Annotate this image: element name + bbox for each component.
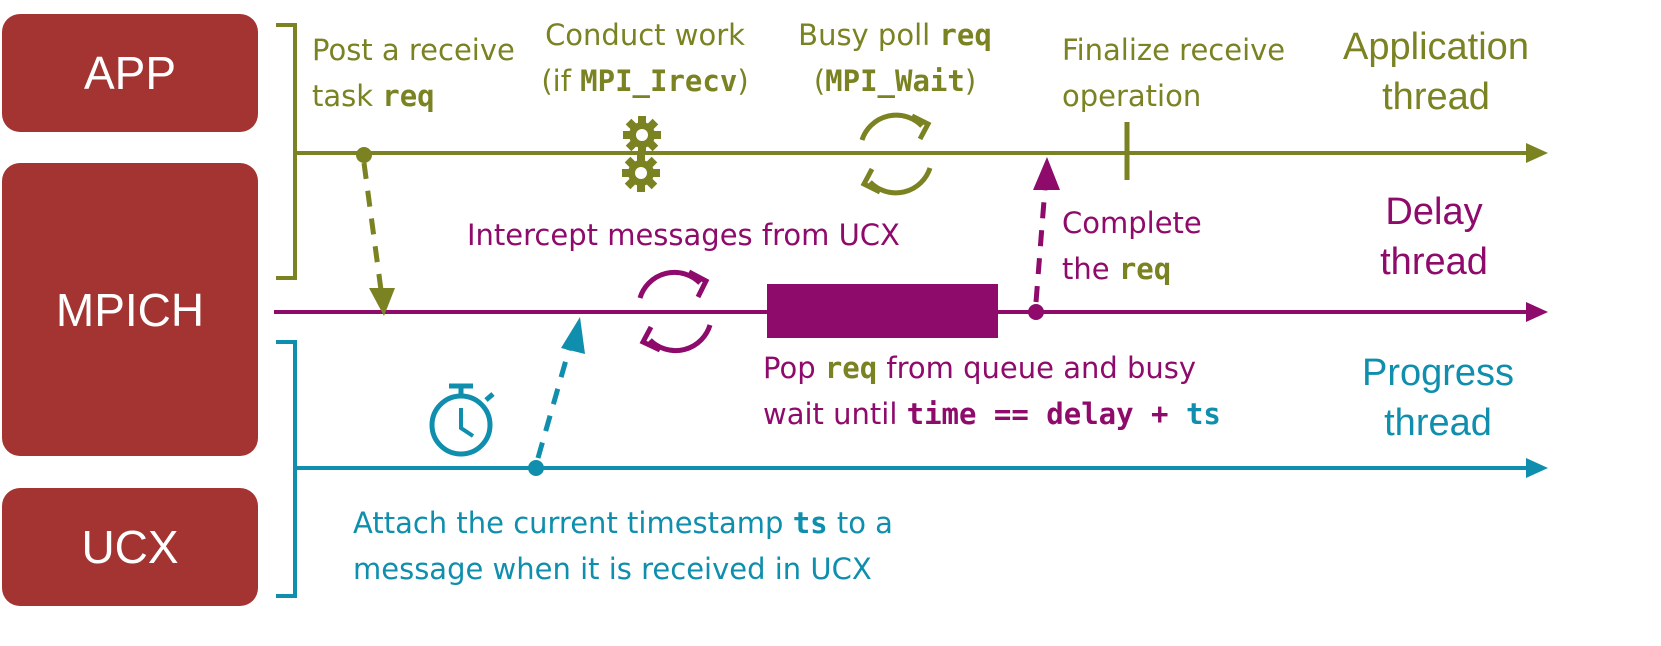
- intercept-text: Intercept messages from UCX: [467, 218, 900, 252]
- busy-poll-mpi-wait: MPI_Wait: [825, 64, 965, 98]
- application-thread-label: Application thread: [1340, 22, 1532, 122]
- post-req-arrowhead: [369, 288, 395, 316]
- conduct-work-suffix: ): [737, 64, 749, 98]
- complete-req-line2: the req: [1062, 246, 1202, 292]
- delay-thread-line1: Delay: [1385, 191, 1483, 233]
- complete-req-dot: [1028, 304, 1044, 320]
- mpich-layer-box: MPICH: [2, 163, 258, 456]
- pop-req-label: Pop req from queue and busy wait until t…: [763, 345, 1221, 437]
- busy-poll-close: ): [964, 64, 977, 98]
- pop-req-expression: time == delay +: [906, 397, 1186, 431]
- complete-req-label: Complete the req: [1062, 200, 1202, 292]
- mpich-layer-label: MPICH: [55, 283, 205, 336]
- busy-poll-label: Busy poll req (MPI_Wait): [790, 12, 1000, 104]
- attach-ts-dashed-arrow: [535, 345, 573, 459]
- application-thread-arrowhead: [1526, 143, 1548, 163]
- intercept-cycle-icon: [637, 269, 713, 354]
- post-receive-label: Post a receive task req: [312, 27, 515, 119]
- conduct-work-label: Conduct work (if MPI_Irecv): [530, 12, 760, 104]
- pop-req-line1: Pop req from queue and busy: [763, 345, 1221, 391]
- post-req-dashed-arrow: [361, 162, 384, 291]
- attach-ts-label: Attach the current timestamp ts to a mes…: [353, 500, 893, 592]
- attach-ts-arrowhead: [561, 317, 585, 354]
- attach-ts-prefix: Attach the current timestamp: [353, 506, 793, 540]
- busy-poll-open: (: [813, 64, 826, 98]
- progress-thread-line2: thread: [1384, 402, 1492, 444]
- busy-wait-block: [767, 284, 998, 338]
- intercept-label: Intercept messages from UCX: [467, 212, 900, 258]
- post-receive-line2-text: task: [312, 79, 383, 113]
- ucx-layer-label: UCX: [81, 521, 179, 573]
- progress-thread-line1: Progress: [1361, 352, 1515, 394]
- complete-req-arrowhead: [1033, 157, 1060, 190]
- complete-req-code: req: [1118, 252, 1172, 286]
- app-layer-label: APP: [83, 47, 177, 99]
- pop-req-ts: ts: [1185, 397, 1221, 431]
- pop-req-suffix: from queue and busy: [877, 351, 1197, 385]
- busy-poll-text: Busy poll: [798, 18, 940, 52]
- ucx-layer-box: UCX: [2, 488, 258, 606]
- attach-ts-line2: message when it is received in UCX: [353, 552, 872, 586]
- pop-req-code: req: [824, 351, 878, 385]
- delay-thread-line2: thread: [1380, 241, 1488, 283]
- attach-ts-dot: [528, 460, 544, 476]
- post-receive-req: req: [382, 79, 435, 113]
- attach-ts-code: ts: [792, 506, 828, 540]
- finalize-label: Finalize receive operation: [1062, 27, 1285, 119]
- busy-poll-req: req: [939, 18, 992, 52]
- finalize-line1: Finalize receive: [1062, 33, 1286, 67]
- complete-req-dashed-arrow: [1033, 187, 1048, 303]
- progress-thread-label: Progress thread: [1342, 348, 1534, 448]
- busy-poll-line2: (MPI_Wait): [790, 58, 1000, 104]
- delay-thread-arrowhead: [1526, 302, 1548, 322]
- pop-req-wait: wait until: [763, 397, 907, 431]
- post-req-dot: [356, 147, 372, 163]
- gears-icon: [622, 116, 661, 192]
- pop-req-line2: wait until time == delay + ts: [763, 391, 1221, 437]
- complete-req-prefix: the: [1062, 252, 1119, 286]
- conduct-work-line1: Conduct work: [545, 18, 745, 52]
- post-receive-line2: task req: [312, 73, 515, 119]
- app-layer-box: APP: [2, 14, 258, 132]
- busy-poll-line1: Busy poll req: [790, 12, 1000, 58]
- complete-req-line1: Complete: [1062, 206, 1202, 240]
- application-thread-line2: thread: [1382, 76, 1490, 118]
- attach-ts-suffix: to a: [827, 506, 893, 540]
- busy-poll-cycle-icon: [859, 112, 933, 196]
- stopwatch-icon: [429, 383, 495, 457]
- application-thread-line1: Application: [1343, 26, 1529, 68]
- conduct-work-prefix: (if: [541, 64, 581, 98]
- conduct-work-mpi-irecv: MPI_Irecv: [580, 64, 738, 98]
- finalize-line2: operation: [1062, 79, 1202, 113]
- attach-ts-line1: Attach the current timestamp ts to a: [353, 500, 893, 546]
- delay-thread-label: Delay thread: [1338, 187, 1530, 287]
- conduct-work-line2: (if MPI_Irecv): [530, 58, 760, 104]
- post-receive-line1: Post a receive: [312, 33, 515, 67]
- progress-thread-arrowhead: [1526, 458, 1548, 478]
- pop-req-prefix: Pop: [763, 351, 825, 385]
